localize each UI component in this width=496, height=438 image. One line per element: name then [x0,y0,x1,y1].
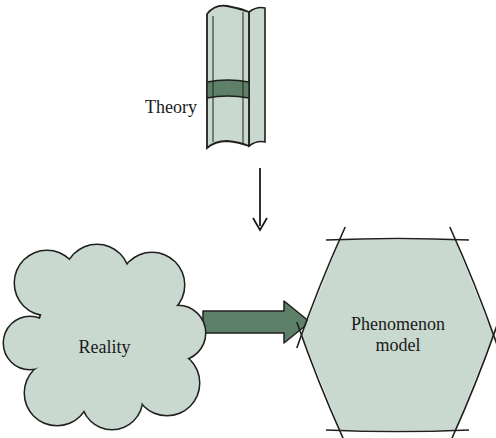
book-line [213,16,214,142]
phenomenon-hexagon: Phenomenon model [300,225,496,438]
hexagon-side [450,227,496,348]
book-line [243,12,244,144]
reality-cloud: Reality [2,243,207,433]
node-label: Reality [42,337,167,358]
hexagon-side [297,227,345,348]
hexagon-side [297,322,345,438]
hexagon-side [326,239,469,241]
arrow-line [259,168,261,226]
hexagon-side [326,430,469,432]
node-label: Phenomenon model [336,314,460,355]
theory-book-shape [205,2,267,152]
cloud-fill [37,273,167,403]
book-pages [249,8,265,147]
arrow-head [253,218,267,230]
cloud-outline [37,273,167,403]
hexagon-side [450,322,496,438]
thick-arrow [203,301,310,343]
node-label: Theory [145,97,197,118]
theory-book: Theory [205,2,267,152]
hexagon-fill [302,240,493,430]
arrow-body [203,301,310,343]
book-spine [207,6,249,148]
